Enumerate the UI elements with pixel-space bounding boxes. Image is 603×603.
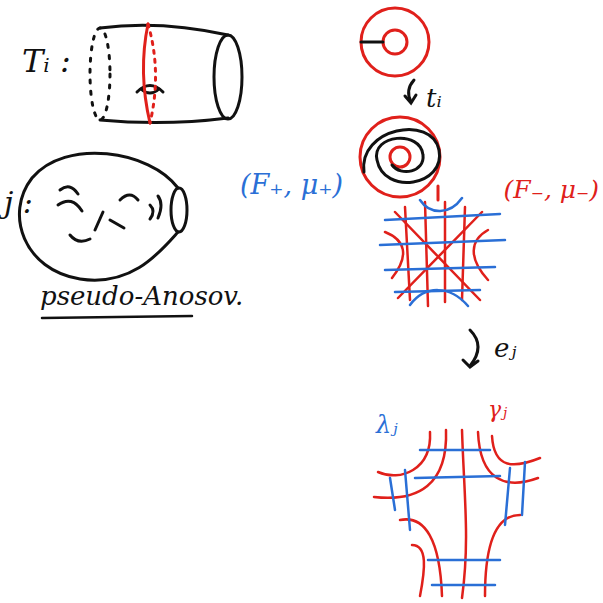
foliation-label: (F₋, μ₋) [504,176,599,204]
surface-label: Tᵢ : [22,44,71,79]
map-label: tᵢ [426,84,442,113]
surface-label: j : [4,186,33,219]
map-label: eⱼ [494,334,516,363]
curve-label: λⱼ [376,412,398,438]
map-type-label: pseudo-Anosov. [40,282,243,311]
foliation-label: (F₊, μ₊) [240,170,343,200]
curve-label: γⱼ [488,398,507,422]
